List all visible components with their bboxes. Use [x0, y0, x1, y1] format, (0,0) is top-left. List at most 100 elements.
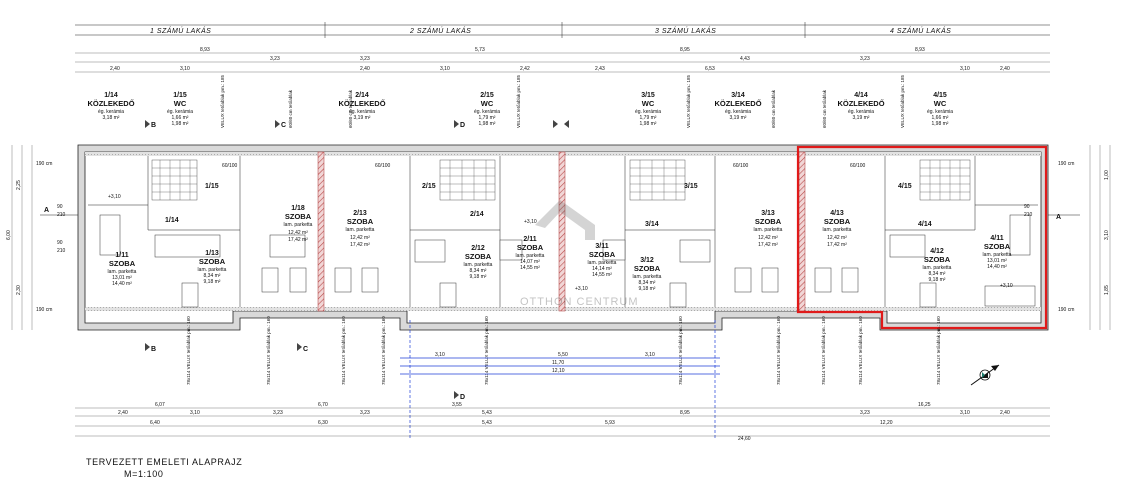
svg-text:1/14: 1/14	[165, 217, 179, 224]
svg-text:1,98 m²: 1,98 m²	[479, 121, 496, 127]
svg-text:190 cm: 190 cm	[36, 307, 52, 313]
inplan-small-labels: 1/15 1/14 2/15 2/14 3/15 3/14 4/15 4/14 …	[108, 163, 1013, 292]
dim-top-a-7: 3,10	[960, 66, 970, 72]
section-a-right: A	[1056, 214, 1061, 221]
dim-top-sub-4: 3,23	[860, 56, 870, 62]
svg-text:9,18 m²: 9,18 m²	[470, 274, 487, 280]
svg-text:C: C	[303, 346, 308, 353]
velux-top-labels: VELUX tetőablak pm.: 185 60/60 cm tetőab…	[220, 74, 905, 128]
svg-text:lam. parketta: lam. parketta	[923, 265, 952, 271]
svg-text:SZOBA: SZOBA	[589, 250, 616, 259]
svg-text:WC: WC	[481, 99, 494, 108]
svg-text:90: 90	[1024, 204, 1030, 210]
svg-text:3,23: 3,23	[360, 410, 370, 416]
svg-text:2/14: 2/14	[355, 92, 369, 99]
svg-text:90: 90	[57, 204, 63, 210]
svg-text:12,20: 12,20	[880, 420, 893, 426]
room-2-12: 2/12 SZOBA lam. parketta 8,34 m² 9,18 m²	[464, 245, 493, 280]
staircases	[151, 159, 971, 201]
svg-text:9,18 m²: 9,18 m²	[639, 286, 656, 292]
apartment-label-3: 3 SZÁMÚ LAKÁS	[655, 26, 716, 35]
apartment-label-2: 2 SZÁMÚ LAKÁS	[409, 26, 471, 35]
svg-text:14,55 m²: 14,55 m²	[592, 272, 612, 278]
svg-text:SZOBA: SZOBA	[824, 217, 851, 226]
dim-top-b-1: 6,53	[705, 66, 715, 72]
svg-text:1/15: 1/15	[173, 92, 187, 99]
svg-text:1/18: 1/18	[291, 205, 305, 212]
svg-text:17,42 m²: 17,42 m²	[350, 242, 370, 248]
svg-text:3,10: 3,10	[1104, 230, 1110, 240]
upper-room-labels: 1/14 KÖZLEKEDŐ ég. kerámia 3,18 m² 1/15 …	[87, 92, 953, 127]
svg-text:1,85: 1,85	[1104, 285, 1110, 295]
room-2-11: 2/11 SZOBA lam. parketta 14,07 m² 14,55 …	[516, 236, 545, 271]
apartment-headers: 1 SZÁMÚ LAKÁS 2 SZÁMÚ LAKÁS 3 SZÁMÚ LAKÁ…	[75, 22, 1050, 38]
svg-text:8,34 m²: 8,34 m²	[204, 273, 221, 279]
room-2-13: 2/13 SZOBA lam. parketta 12,42 m² 17,42 …	[346, 210, 375, 248]
svg-text:1,98 m²: 1,98 m²	[640, 121, 657, 127]
party-wall-3	[798, 151, 806, 312]
svg-text:4/12: 4/12	[930, 248, 944, 255]
svg-text:3/15: 3/15	[684, 183, 698, 190]
svg-text:8,34 m²: 8,34 m²	[929, 271, 946, 277]
svg-text:13,01 m²: 13,01 m²	[987, 258, 1007, 264]
room-4-13: 4/13 SZOBA lam. parketta 12,42 m² 17,42 …	[823, 210, 852, 248]
svg-text:60/100: 60/100	[733, 163, 749, 169]
svg-text:4/14: 4/14	[918, 221, 932, 228]
svg-text:SZOBA: SZOBA	[755, 217, 782, 226]
section-a-markers: A A	[40, 207, 1080, 221]
svg-text:60/100: 60/100	[375, 163, 391, 169]
svg-text:4/15: 4/15	[933, 92, 947, 99]
svg-text:5,43: 5,43	[482, 420, 492, 426]
room-1-15: 1/15 WC ég. kerámia 1,66 m² 1,98 m²	[167, 92, 193, 127]
drawing-title: TERVEZETT EMELETI ALAPRAJZ	[86, 457, 243, 467]
watermark: OTTHON CENTRUM	[520, 200, 638, 308]
svg-text:1/15: 1/15	[205, 183, 219, 190]
svg-text:190 cm: 190 cm	[1058, 307, 1074, 313]
svg-text:210: 210	[1024, 212, 1033, 218]
velux-bottom-labels: 78x114 VELUX tetőablak pm.: 160 78x114 V…	[186, 316, 941, 385]
room-3-14: 3/14 KÖZLEKEDŐ ég. kerámia 3,19 m²	[714, 92, 761, 121]
room-4-14: 4/14 KÖZLEKEDŐ ég. kerámia 3,19 m²	[837, 92, 884, 121]
svg-text:ég. kerámia: ég. kerámia	[725, 109, 751, 115]
dim-top-a-4: 3,10	[440, 66, 450, 72]
stair-2	[439, 159, 496, 201]
dim-top-a-6: 2,43	[595, 66, 605, 72]
svg-text:17,42 m²: 17,42 m²	[758, 242, 778, 248]
svg-text:lam. parketta: lam. parketta	[588, 260, 617, 266]
velux-top-7: 60/60 cm tetőablak	[822, 89, 827, 128]
svg-text:6,07: 6,07	[155, 402, 165, 408]
svg-text:KÖZLEKEDŐ: KÖZLEKEDŐ	[87, 99, 134, 108]
room-1-11: 1/11 SZOBA lam. parketta 13,01 m² 14,40 …	[108, 252, 137, 287]
svg-text:ég. kerámia: ég. kerámia	[848, 109, 874, 115]
svg-text:12,42 m²: 12,42 m²	[350, 235, 370, 241]
velux-top-5: VELUX tetőablak pm.: 185	[686, 74, 691, 128]
svg-text:17,42 m²: 17,42 m²	[288, 237, 308, 243]
svg-text:4/14: 4/14	[854, 92, 868, 99]
svg-text:3/11: 3/11	[595, 243, 608, 250]
svg-text:lam. parketta: lam. parketta	[284, 222, 313, 228]
blue-dimensions: 3,10 5,50 3,10 11,70 12,10	[400, 320, 720, 440]
svg-text:3/14: 3/14	[731, 92, 745, 99]
svg-text:14,40 m²: 14,40 m²	[112, 281, 132, 287]
svg-text:4/15: 4/15	[898, 183, 912, 190]
svg-text:78x114 VELUX tetőablak pm.: 16: 78x114 VELUX tetőablak pm.: 160	[381, 316, 386, 385]
svg-text:ég. kerámia: ég. kerámia	[635, 109, 661, 115]
svg-text:2/11: 2/11	[523, 236, 536, 243]
north-arrow-icon	[970, 364, 1000, 386]
svg-text:190 cm: 190 cm	[1058, 161, 1074, 167]
svg-text:16,25: 16,25	[918, 402, 931, 408]
svg-text:78x114 VELUX tetőablak pm.: 16: 78x114 VELUX tetőablak pm.: 160	[936, 316, 941, 385]
svg-text:lam. parketta: lam. parketta	[633, 274, 662, 280]
svg-text:lam. parketta: lam. parketta	[346, 227, 375, 233]
svg-text:5,43: 5,43	[482, 410, 492, 416]
svg-text:12,42 m²: 12,42 m²	[827, 235, 847, 241]
svg-text:3/13: 3/13	[761, 210, 775, 217]
svg-text:210: 210	[57, 212, 66, 218]
svg-text:KÖZLEKEDŐ: KÖZLEKEDŐ	[837, 99, 884, 108]
right-dimensions: 190 cm 1,00 3,10 1,85 190 cm 210 90	[1024, 145, 1111, 330]
svg-text:ég. kerámia: ég. kerámia	[98, 109, 124, 115]
svg-text:17,42 m²: 17,42 m²	[827, 242, 847, 248]
svg-text:78x114 VELUX tetőablak pm.: 16: 78x114 VELUX tetőablak pm.: 160	[858, 316, 863, 385]
svg-text:8,34 m²: 8,34 m²	[470, 268, 487, 274]
